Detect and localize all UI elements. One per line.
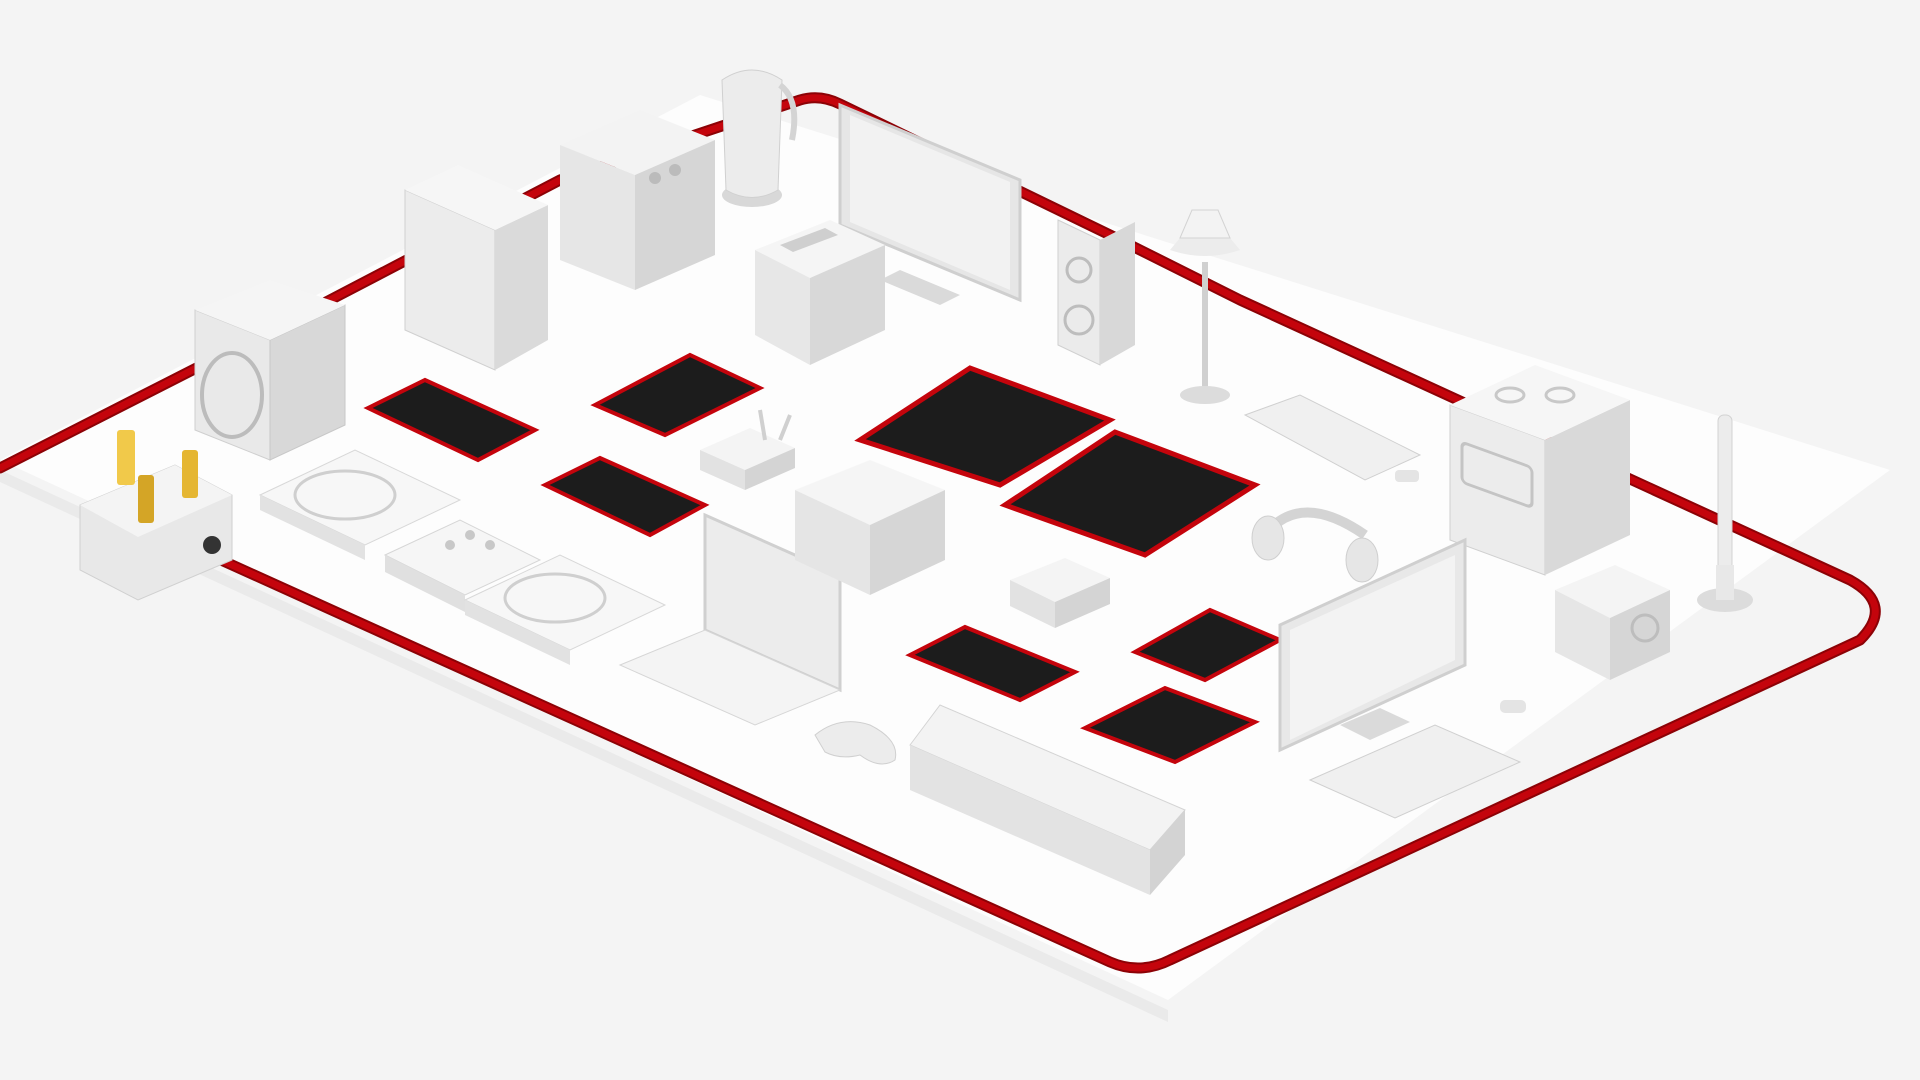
tablet-screen: [854, 365, 1116, 488]
gamepad-icon: [814, 721, 897, 765]
air-conditioner-icon: [909, 704, 1186, 895]
tablet-screen: [363, 377, 540, 463]
toaster-icon: [755, 220, 885, 365]
tablet-icon: [363, 352, 1285, 765]
toothbrush-icon: [1697, 414, 1753, 612]
monitor-icon: [1278, 537, 1467, 753]
turntable-icon: [463, 554, 667, 665]
tablet-screen: [540, 455, 710, 538]
plug-pin-icon: [138, 475, 154, 523]
keyboard-icon: [1243, 394, 1422, 482]
box-icon: [1010, 558, 1110, 628]
camera-icon: [1555, 565, 1670, 680]
speaker-icon: [1057, 219, 1135, 366]
tablet-screen: [999, 429, 1261, 558]
tablet-screen: [1080, 685, 1260, 765]
coffee-machine-icon: [560, 110, 715, 290]
computer-tower-icon: [404, 165, 548, 371]
oven-icon: [1449, 365, 1630, 576]
tv-icon: [838, 102, 1022, 305]
router-icon: [700, 409, 795, 490]
keyboard-icon: [1308, 700, 1526, 819]
turntable-icon: [258, 449, 462, 560]
headphones-icon: [1251, 507, 1379, 583]
lamp-icon: [1170, 209, 1240, 404]
plug-pin-icon: [182, 450, 198, 498]
kettle-icon: [721, 69, 798, 207]
uk-plug: [79, 430, 233, 601]
plug-pin-icon: [117, 430, 135, 485]
microwave-icon: [795, 460, 945, 595]
mixer-icon: [383, 519, 542, 612]
washing-machine-icon: [194, 280, 346, 461]
tablet-screen: [590, 352, 765, 438]
tablet-screen: [905, 624, 1080, 703]
